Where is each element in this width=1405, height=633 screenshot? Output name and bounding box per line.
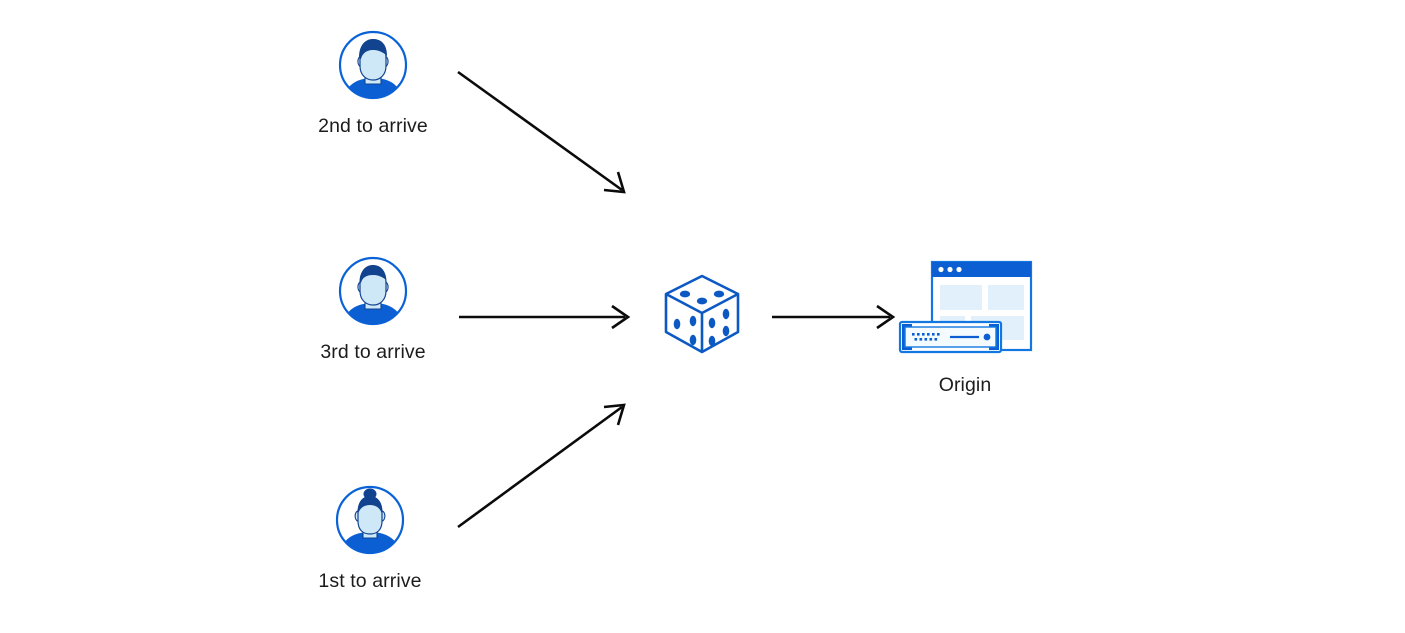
user-avatar-icon	[336, 28, 410, 102]
node-visitor-2nd[interactable]: 2nd to arrive	[297, 28, 449, 138]
node-randomizer[interactable]	[656, 268, 748, 360]
node-label-visitor-2nd: 2nd to arrive	[318, 115, 428, 137]
arrow-1st-to-dice	[457, 403, 626, 529]
node-label-origin: Origin	[938, 374, 992, 396]
user-avatar-icon	[333, 483, 407, 557]
server-appliance-icon	[898, 320, 1003, 354]
node-label-visitor-3rd: 3rd to arrive	[320, 341, 426, 363]
node-visitor-1st[interactable]: 1st to arrive	[294, 483, 446, 593]
node-visitor-3rd[interactable]: 3rd to arrive	[297, 254, 449, 364]
user-avatar-icon	[336, 254, 410, 328]
arrow-dice-to-origin	[772, 304, 896, 330]
origin-server-icon	[895, 258, 1035, 364]
node-label-visitor-1st: 1st to arrive	[318, 570, 422, 592]
arrow-2nd-to-dice	[457, 70, 626, 194]
node-origin[interactable]: Origin	[895, 258, 1035, 397]
dice-icon	[656, 268, 748, 360]
arrow-3rd-to-dice	[459, 304, 631, 330]
